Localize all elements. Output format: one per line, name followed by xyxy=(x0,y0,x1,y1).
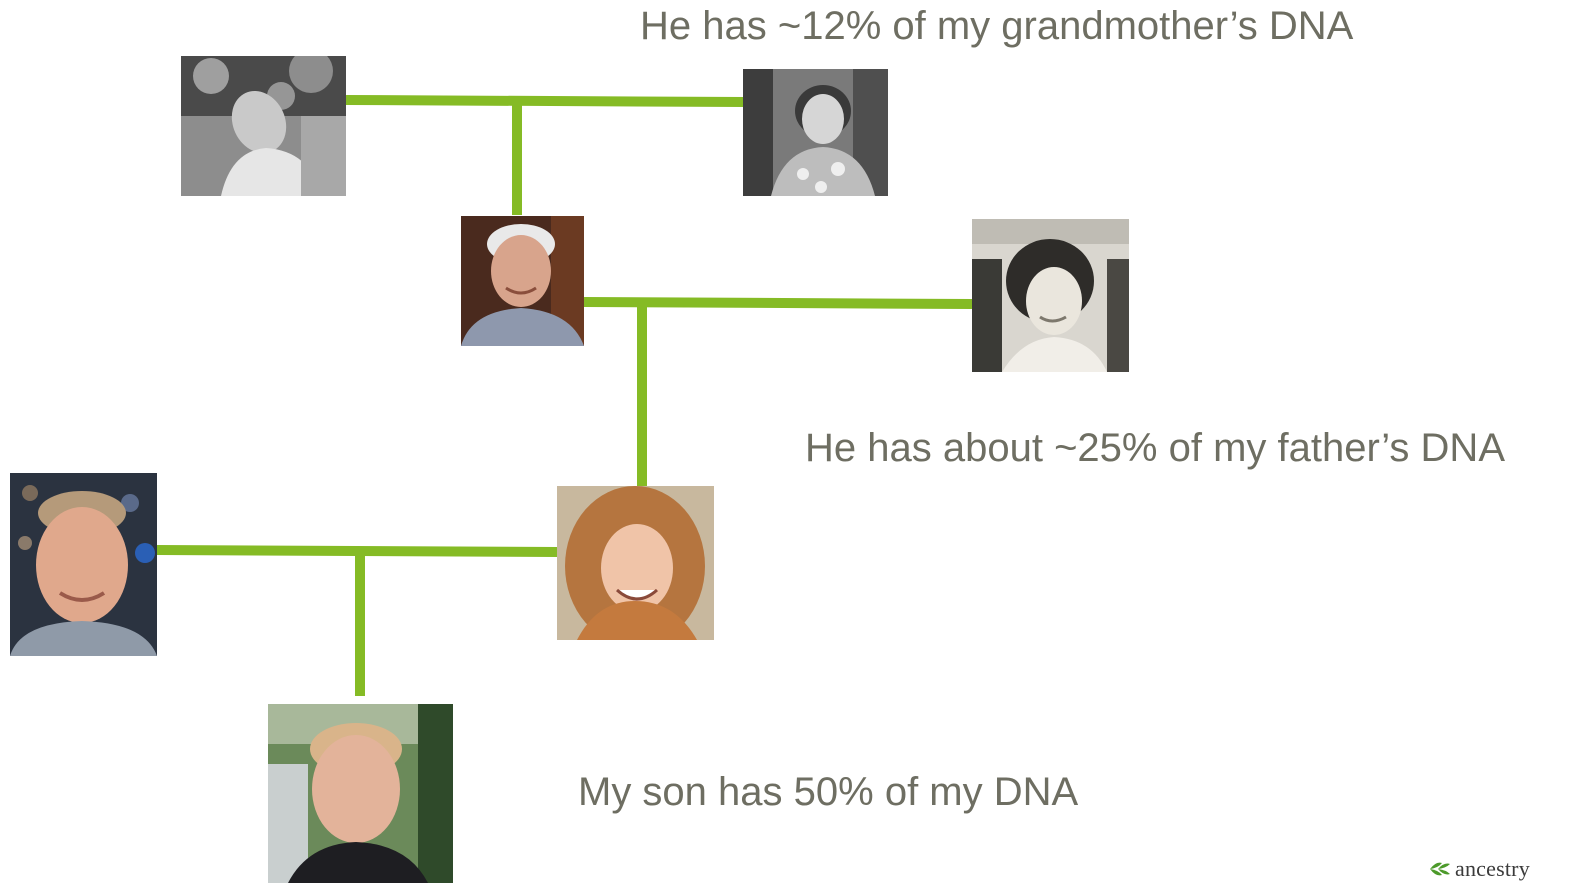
caption-father-dna: He has about ~25% of my father’s DNA xyxy=(805,426,1505,470)
person-photo-icon xyxy=(461,216,584,346)
person-photo-icon xyxy=(972,219,1129,372)
caption-son-dna: My son has 50% of my DNA xyxy=(578,770,1079,814)
person-photo-icon xyxy=(10,473,157,656)
logo-text: ancestry xyxy=(1455,856,1530,881)
person-photo-icon xyxy=(181,56,346,196)
photo-son xyxy=(268,704,453,883)
photo-mother xyxy=(972,219,1129,372)
photo-husband xyxy=(10,473,157,656)
couple-line-top xyxy=(345,95,746,107)
person-photo-icon xyxy=(268,704,453,883)
photo-self xyxy=(557,486,714,640)
couple-line-middle xyxy=(583,297,973,309)
photo-great-grandfather xyxy=(181,56,346,196)
person-photo-icon xyxy=(557,486,714,640)
caption-grandmother-dna: He has ~12% of my grandmother’s DNA xyxy=(640,4,1354,48)
person-photo-icon xyxy=(743,69,888,196)
photo-father xyxy=(461,216,584,346)
ancestry-logo: ancestry xyxy=(1428,856,1530,882)
leaf-icon xyxy=(1430,862,1450,876)
photo-grandmother xyxy=(743,69,888,196)
